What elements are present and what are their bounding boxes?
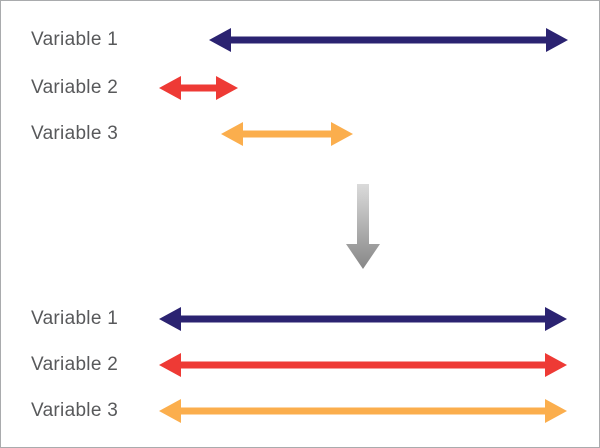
before-variable-2-range-arrow xyxy=(159,76,238,100)
before-variable-3-range-arrow xyxy=(221,122,353,146)
before-variable-1-range-arrow xyxy=(209,28,568,52)
before-variable-2-label: Variable 2 xyxy=(31,77,119,98)
after-variable-2-range-arrow xyxy=(159,353,567,377)
before-variable-3-label: Variable 3 xyxy=(31,123,119,144)
after-variable-3-label: Variable 3 xyxy=(31,400,119,421)
after-variable-2-label: Variable 2 xyxy=(31,354,119,375)
after-variable-1-label: Variable 1 xyxy=(31,308,119,329)
transform-down-arrow-icon xyxy=(346,184,380,269)
after-variable-1-range-arrow xyxy=(159,307,567,331)
after-variable-3-range-arrow xyxy=(159,399,567,423)
before-variable-1-label: Variable 1 xyxy=(31,29,119,50)
